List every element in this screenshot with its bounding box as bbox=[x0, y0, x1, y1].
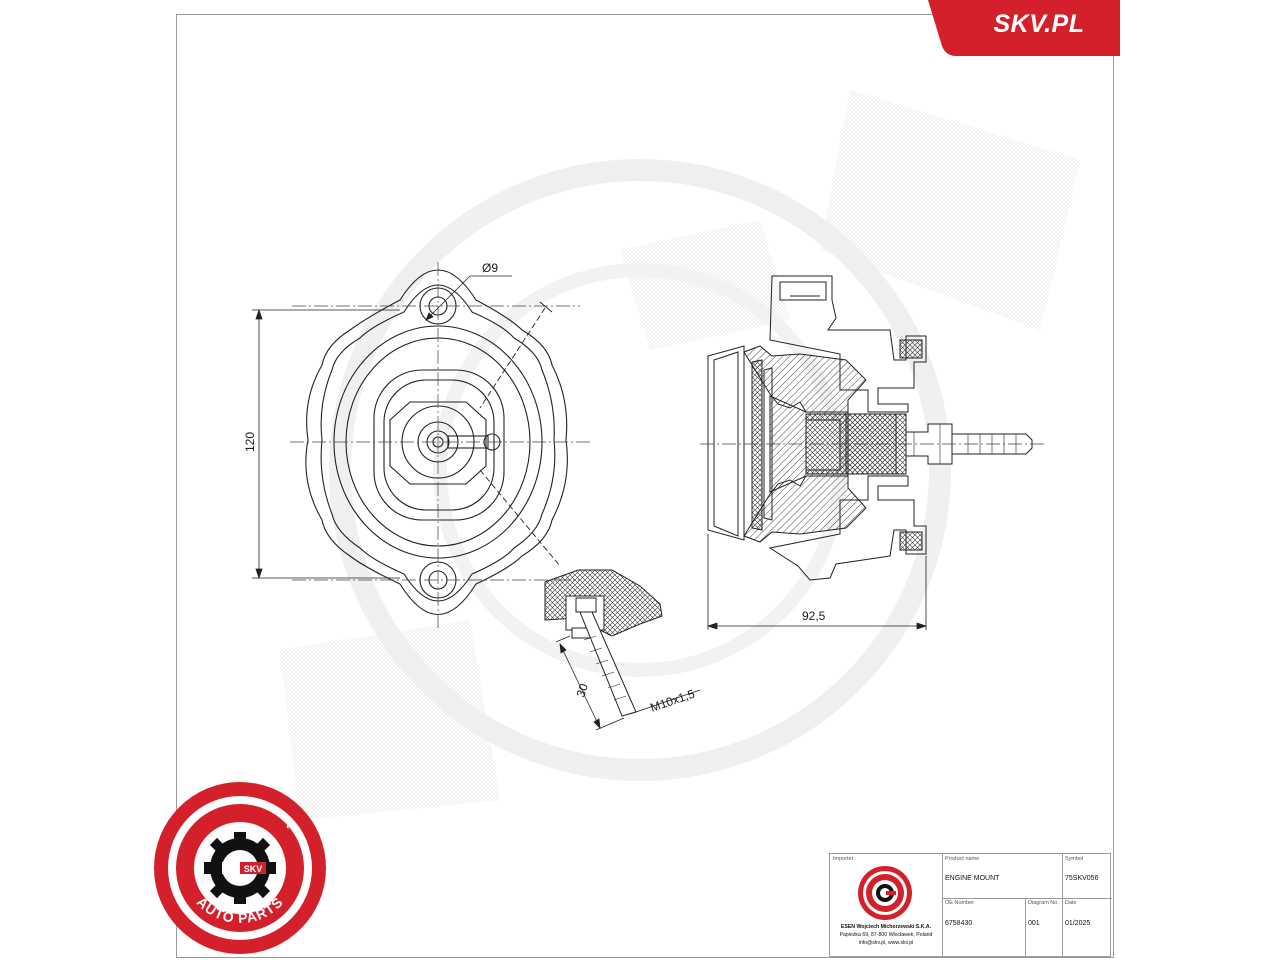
dim-height bbox=[252, 308, 400, 580]
oe-number-label: OE Number bbox=[945, 900, 975, 906]
dim-hole-diameter-label: Ø9 bbox=[482, 261, 498, 275]
brand-logo: SKV.PL bbox=[993, 10, 1085, 38]
date-value: 01/2025 bbox=[1065, 920, 1091, 927]
symbol-cell: Symbol 75SKV056 bbox=[1062, 854, 1112, 898]
symbol-label: Symbol bbox=[1065, 856, 1084, 862]
section-line bbox=[479, 301, 561, 567]
drawing-frame bbox=[176, 14, 1114, 958]
importer-name: ESEN Wojciech Michorzewski S.K.A. bbox=[840, 924, 932, 930]
date-cell: Date 01/2025 bbox=[1062, 898, 1112, 958]
product-name: ENGINE MOUNT bbox=[945, 875, 1000, 882]
dim-hole-diameter bbox=[425, 275, 512, 321]
diagram-no-label: Diagram No. bbox=[1028, 900, 1059, 906]
dim-stud-length-label: 30 bbox=[574, 682, 592, 699]
oe-number-cell: OE Number 6758430 bbox=[942, 898, 1025, 958]
importer-address: Papieżka 69, 87-800 Włocławek, Poland bbox=[839, 932, 933, 938]
dim-height-label: 120 bbox=[243, 432, 257, 452]
diagram-no: 001 bbox=[1028, 920, 1040, 927]
date-label: Date bbox=[1065, 900, 1077, 906]
dim-stud-length bbox=[555, 635, 701, 731]
side-section-view bbox=[707, 275, 1033, 581]
product-name-cell: Product name ENGINE MOUNT bbox=[942, 854, 1062, 898]
importer-cell: Importer ESEN Wojciech Michorzewski S.K.… bbox=[830, 854, 942, 958]
oe-number: 6758430 bbox=[945, 920, 973, 927]
importer-label: Importer bbox=[833, 856, 854, 862]
diagram-no-cell: Diagram No. 001 bbox=[1025, 898, 1062, 958]
symbol-value: 75SKV056 bbox=[1065, 875, 1099, 882]
watermark bbox=[280, 90, 1080, 820]
center-lines bbox=[290, 262, 590, 630]
dim-thread-label: M10x1,5 bbox=[648, 687, 696, 715]
brand-tab bbox=[928, 0, 1120, 56]
importer-logo bbox=[858, 866, 912, 920]
dim-depth bbox=[706, 534, 928, 630]
title-block: Importer ESEN Wojciech Michorzewski S.K.… bbox=[829, 853, 1112, 958]
product-name-label: Product name bbox=[945, 856, 980, 862]
importer-contact: info@skv.pl, www.skv.pl bbox=[858, 940, 914, 946]
badge-center-text: SKV bbox=[244, 864, 263, 874]
stud-detail bbox=[544, 569, 663, 717]
skv-badge: AFTERMARKET PRICE · OE QUALITY AUTO PART… bbox=[154, 782, 326, 954]
dim-depth-label: 92,5 bbox=[802, 609, 826, 623]
